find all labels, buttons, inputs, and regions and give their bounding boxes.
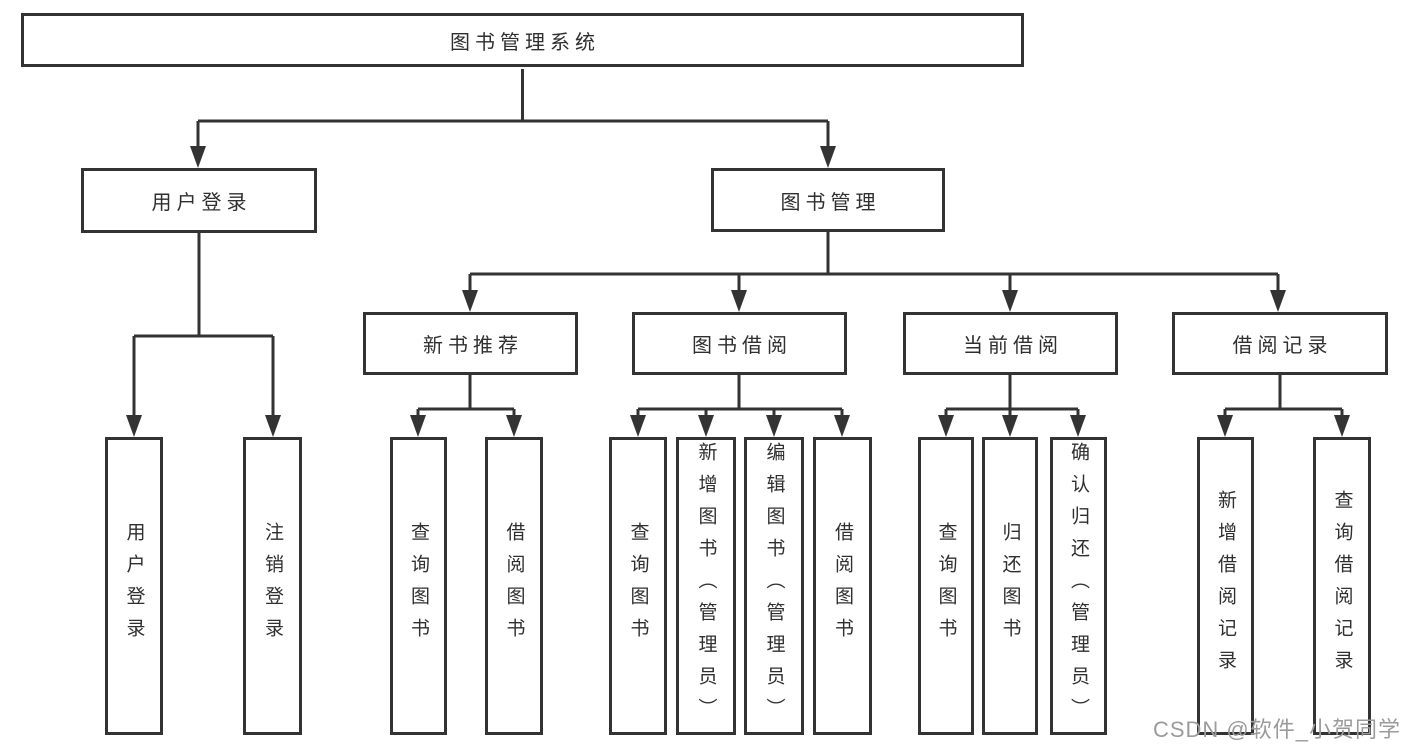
node-label: 借阅图书 (832, 522, 853, 650)
node-label: 确认归还（管理员） (1068, 442, 1089, 730)
leaf-query-book-1: 查询图书 (390, 437, 447, 735)
leaf-return-book: 归还图书 (982, 437, 1038, 735)
node-new-book-recommend: 新书推荐 (363, 312, 578, 375)
leaf-logout: 注销登录 (243, 437, 302, 735)
node-label: 查询图书 (408, 522, 429, 650)
node-label: 查询借阅记录 (1331, 490, 1353, 682)
node-label: 注销登录 (262, 522, 283, 650)
node-label: 用户登录 (151, 192, 252, 214)
node-book-borrow: 图书借阅 (632, 312, 847, 375)
leaf-borrow-book-1: 借阅图书 (485, 437, 543, 735)
node-current-borrow: 当前借阅 (903, 312, 1118, 375)
leaf-confirm-return-admin: 确认归还（管理员） (1050, 437, 1107, 735)
node-label: 借阅图书 (503, 522, 525, 650)
leaf-query-book-2: 查询图书 (609, 437, 667, 735)
node-user-login: 用户登录 (81, 168, 317, 233)
node-label: 借阅记录 (1232, 335, 1333, 357)
watermark: CSDN @软件_小贺同学 (1152, 717, 1401, 742)
node-label: 新书推荐 (423, 335, 523, 357)
arrowheads (126, 146, 1350, 437)
node-label: 当前借阅 (963, 335, 1063, 357)
node-borrow-record: 借阅记录 (1172, 312, 1388, 375)
leaf-add-borrow-record: 新增借阅记录 (1197, 437, 1254, 735)
node-root: 图书管理系统 (21, 13, 1024, 67)
leaf-user-login: 用户登录 (105, 437, 163, 735)
node-label: 新增图书（管理员） (695, 442, 717, 730)
leaf-edit-book-admin: 编辑图书（管理员） (744, 437, 804, 735)
node-label: 新增借阅记录 (1215, 490, 1236, 682)
node-label: 查询图书 (627, 522, 649, 650)
node-label: 图书管理 (780, 191, 881, 214)
leaf-borrow-book-2: 借阅图书 (813, 437, 872, 735)
node-label: 图书借阅 (692, 335, 792, 357)
node-label: 图书管理系统 (450, 31, 600, 54)
leaf-add-book-admin: 新增图书（管理员） (676, 437, 736, 735)
leaf-query-borrow-record: 查询借阅记录 (1313, 437, 1371, 735)
node-label: 查询图书 (935, 522, 957, 650)
node-label: 归还图书 (999, 522, 1021, 650)
leaf-query-book-3: 查询图书 (918, 437, 974, 735)
node-label: 用户登录 (123, 522, 145, 650)
node-book-management: 图书管理 (711, 168, 945, 232)
node-label: 编辑图书（管理员） (763, 442, 785, 730)
